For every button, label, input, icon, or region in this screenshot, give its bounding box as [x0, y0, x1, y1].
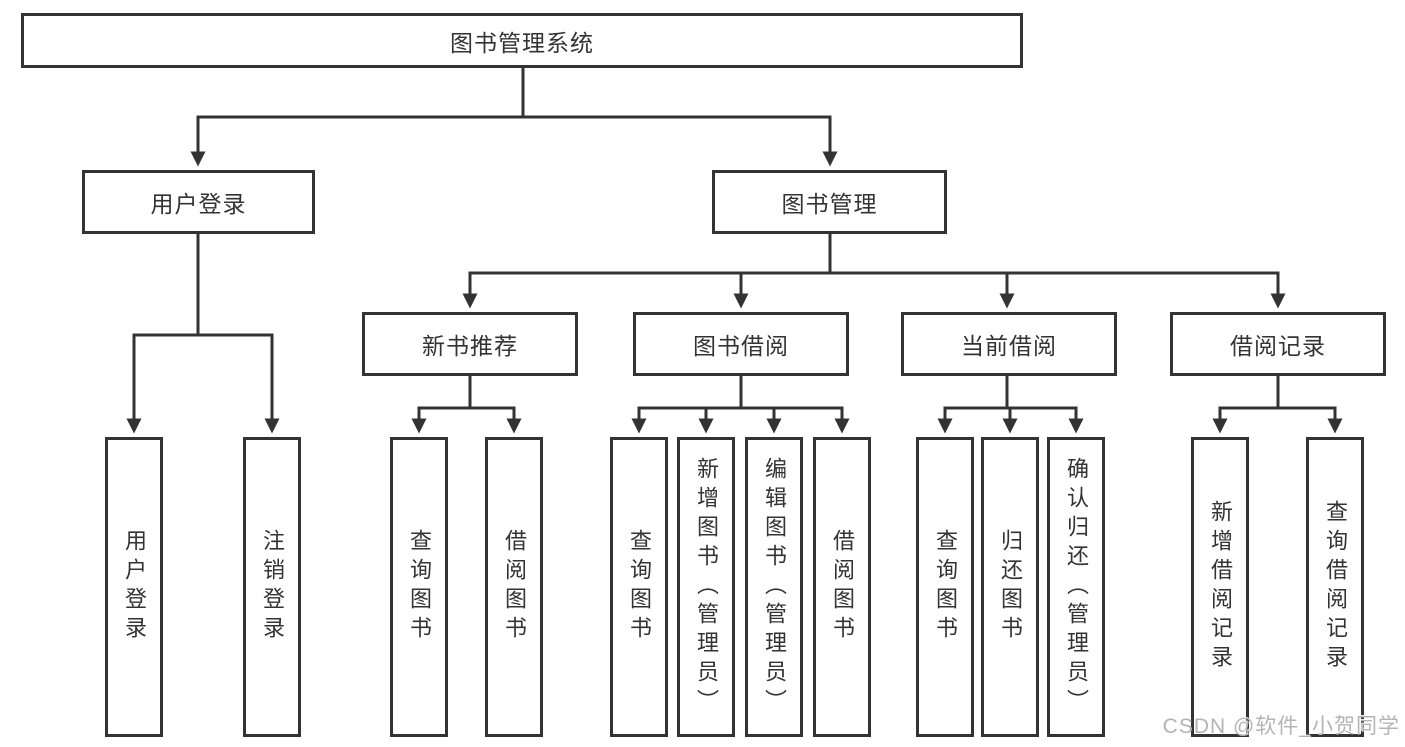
leaf-user-login-label: 用户登录 — [122, 529, 147, 645]
leaf-newbook-borrow-book: 借阅图书 — [485, 437, 543, 737]
leaf-records-add-record: 新增借阅记录 — [1191, 437, 1249, 737]
leaf-borrow-query-book: 查询图书 — [610, 437, 668, 737]
leaf-newbook-query-book: 查询图书 — [390, 437, 448, 737]
leaf-current-confirm-return-admin-label: 确认归还（管理员） — [1064, 456, 1089, 718]
leaf-newbook-query-book-label: 查询图书 — [407, 529, 432, 645]
node-current-borrow: 当前借阅 — [901, 312, 1117, 376]
node-root-label: 图书管理系统 — [450, 29, 594, 56]
connector-borrow-split — [637, 376, 844, 410]
node-user-login-label: 用户登录 — [150, 191, 247, 217]
leaf-borrow-edit-book-admin: 编辑图书（管理员） — [745, 437, 803, 737]
leaf-borrow-edit-book-admin-label: 编辑图书（管理员） — [762, 456, 787, 718]
node-root: 图书管理系统 — [21, 13, 1023, 68]
csdn-watermark: CSDN @软件_小贺同学 — [1162, 715, 1400, 738]
node-user-login: 用户登录 — [82, 170, 315, 234]
connector-management-split — [468, 234, 1280, 275]
node-book-borrow-label: 图书借阅 — [693, 333, 789, 359]
node-borrow-records-label: 借阅记录 — [1230, 333, 1326, 359]
leaf-current-query-book-label: 查询图书 — [933, 529, 958, 645]
leaf-user-login: 用户登录 — [105, 437, 163, 737]
leaf-borrow-borrow-book: 借阅图书 — [813, 437, 871, 737]
connector-newbook-split — [417, 376, 516, 410]
node-current-borrow-label: 当前借阅 — [961, 333, 1057, 359]
connector-login-split — [132, 234, 274, 337]
connector-root-split — [196, 68, 832, 119]
node-book-management-label: 图书管理 — [781, 191, 878, 217]
leaf-current-return-book-label: 归还图书 — [998, 529, 1023, 645]
node-new-book-recommend: 新书推荐 — [362, 312, 578, 376]
leaf-logout: 注销登录 — [243, 437, 301, 737]
leaf-borrow-add-book-admin: 新增图书（管理员） — [677, 437, 735, 737]
node-book-management: 图书管理 — [712, 170, 947, 234]
leaf-borrow-add-book-admin-label: 新增图书（管理员） — [694, 456, 719, 718]
leaf-current-confirm-return-admin: 确认归还（管理员） — [1047, 437, 1105, 737]
leaf-records-query-record-label: 查询借阅记录 — [1323, 500, 1348, 674]
leaf-current-return-book: 归还图书 — [981, 437, 1039, 737]
leaf-records-add-record-label: 新增借阅记录 — [1208, 500, 1233, 674]
leaf-current-query-book: 查询图书 — [916, 437, 974, 737]
leaf-borrow-query-book-label: 查询图书 — [627, 529, 652, 645]
connector-records-split — [1218, 376, 1337, 410]
connector-current-split — [943, 376, 1078, 410]
node-new-book-recommend-label: 新书推荐 — [422, 333, 518, 359]
leaf-records-query-record: 查询借阅记录 — [1306, 437, 1364, 737]
node-book-borrow: 图书借阅 — [633, 312, 849, 376]
leaf-logout-label: 注销登录 — [260, 529, 285, 645]
node-borrow-records: 借阅记录 — [1170, 312, 1386, 376]
leaf-borrow-borrow-book-label: 借阅图书 — [830, 529, 855, 645]
leaf-newbook-borrow-book-label: 借阅图书 — [502, 529, 527, 645]
